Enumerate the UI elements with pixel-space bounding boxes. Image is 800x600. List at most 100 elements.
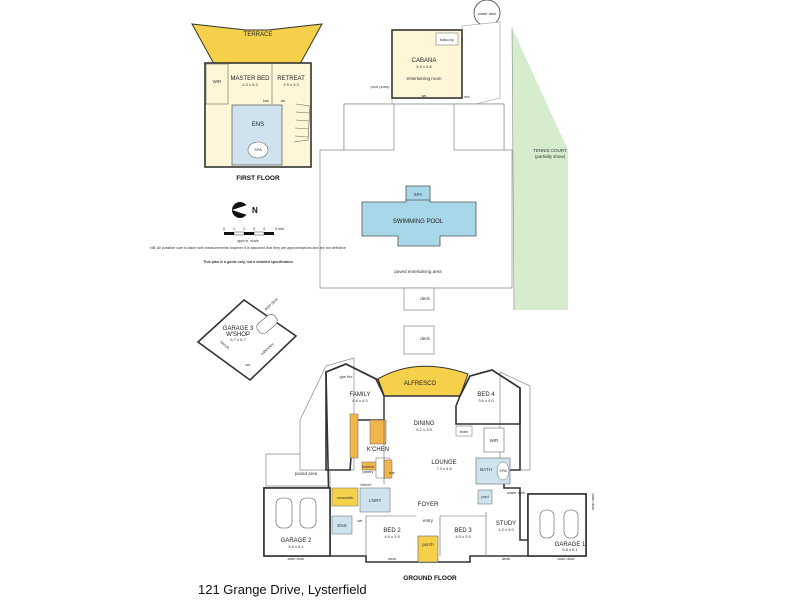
- garage3-bench: bench: [219, 339, 230, 350]
- verandah: [331, 487, 359, 507]
- lower-deck-label: deck: [420, 336, 430, 341]
- shr-label: shr: [464, 94, 470, 99]
- wir2-label: wir: [357, 518, 363, 523]
- water-tank-top-label: water tank: [478, 11, 496, 16]
- garage1-car-2: [563, 509, 579, 539]
- bed3-label: BED 3: [454, 528, 472, 534]
- water-tank-ground: water tank: [507, 490, 525, 495]
- bench-label-ground: bench: [361, 482, 372, 487]
- bath-label: BATH: [480, 467, 492, 472]
- cabana-balcony: [435, 32, 459, 46]
- wc-label: wc: [422, 93, 427, 98]
- wir-room: [205, 63, 229, 105]
- north-label: N: [252, 206, 258, 215]
- ground-floor-plan: paved area ALFRESCO gas fire FAMILY 6.6 …: [263, 357, 596, 582]
- stairs-down: [293, 103, 311, 143]
- first-floor-heading: FIRST FLOOR: [236, 175, 280, 182]
- paved-entertaining-label: paved entertaining area: [394, 269, 442, 274]
- powder-label: pwd: [481, 494, 488, 499]
- bed4-dim: 3.6 x 4.0: [478, 398, 494, 403]
- tennis-court-edge: [511, 27, 515, 311]
- lounge-dim: 7.3 x 4.5: [436, 466, 452, 471]
- east-paving: [499, 371, 531, 471]
- kitchen-island: [369, 419, 387, 445]
- laundry-label: L'DRY: [369, 498, 382, 503]
- spa-bath-label: SPA: [499, 468, 507, 473]
- approx-scale-label: approx. scale: [237, 239, 258, 243]
- bed4-walls: [455, 369, 521, 425]
- cabana-dim: 5.4 x 5.6: [416, 64, 432, 69]
- porch-label: porch: [422, 542, 434, 547]
- balcony-label: balcony: [440, 37, 454, 42]
- tennis-court-area: [512, 28, 568, 310]
- garage3-walls: [196, 298, 298, 382]
- garage1-auto-door: auto door: [558, 556, 576, 561]
- paved-area-label: paved area: [295, 471, 318, 476]
- garage3-car: [256, 314, 278, 334]
- gas-fire-label: gas fire: [339, 374, 353, 379]
- ground-floor-heading: GROUND FLOOR: [403, 575, 457, 582]
- bed4-label: BED 4: [477, 392, 495, 398]
- terrace-area: [191, 23, 323, 65]
- terrace-label: TERRACE: [244, 32, 273, 38]
- wir-ground: [483, 427, 505, 453]
- scale-tick-label: 1: [233, 227, 235, 231]
- entertaining-room-label: entertaining room: [406, 76, 441, 81]
- family-label: FAMILY: [350, 392, 371, 398]
- garage3-label: GARAGE 3: [223, 326, 254, 332]
- garage3-wc: wc: [246, 362, 251, 367]
- pave-step-left: [343, 103, 395, 151]
- foyer-label: FOYER: [418, 502, 439, 508]
- powder-room: [477, 489, 493, 505]
- ens-ground-room: [331, 515, 353, 535]
- guide-note: This plan is a guide only, not a detaile…: [203, 260, 293, 264]
- wir-label: WIR: [213, 79, 222, 84]
- butlers-label: butlers: [362, 464, 374, 469]
- ens-ground-label: ENS: [337, 523, 346, 528]
- garage3-auto-door: auto door: [263, 296, 279, 311]
- bar-counter: [383, 459, 393, 479]
- dn-label: dn: [281, 98, 285, 103]
- bed2-dim: 4.0 x 3.9: [384, 534, 400, 539]
- lounge-label: LOUNGE: [431, 460, 456, 466]
- garage1-car-1: [539, 509, 555, 539]
- garage2-car-1: [275, 497, 293, 529]
- garage2-car-2: [299, 497, 317, 529]
- scale-tick-label: 4: [263, 227, 265, 231]
- linen-cupboard: [455, 425, 473, 437]
- garage2-auto-door: auto door: [288, 556, 306, 561]
- pantry-label: pantry: [362, 469, 373, 474]
- garage1-dim: 5.8 x 6.1: [562, 547, 578, 552]
- study-dim: 4.2 x 4.0: [498, 527, 514, 532]
- pool-area: SPA SWIMMING POOL paved entertaining are…: [319, 103, 513, 355]
- laundry-room: [359, 487, 391, 513]
- master-bed-label: MASTER BED: [230, 76, 270, 82]
- scale-tick-label: 0: [223, 227, 225, 231]
- garage2-dim: 5.8 x 6.1: [288, 544, 304, 549]
- swimming-pool-label: SWIMMING POOL: [393, 219, 444, 225]
- ensuite-label: ENS: [252, 122, 264, 128]
- scale-bar: [224, 231, 274, 236]
- wir-ground-label: WIR: [490, 438, 499, 443]
- verandah-label: verandah: [337, 495, 354, 500]
- linen-label: linen: [460, 429, 468, 434]
- upper-deck: [403, 287, 435, 311]
- entry-label: entry: [423, 518, 434, 523]
- pave-step-right: [453, 103, 505, 151]
- garage3: GARAGE 3 W'SHOP 6.7 x 6.7 auto door cabi…: [196, 296, 298, 382]
- dining-dim: 5.2 x 3.5: [416, 427, 432, 432]
- first-floor-spa-label: SPA: [254, 147, 262, 152]
- north-arrow-pointer: [232, 204, 250, 216]
- spa-bath: [496, 461, 510, 481]
- pool-pump-label-1: pool pump: [371, 84, 390, 89]
- garage2-walls: [263, 487, 331, 557]
- dining-label: DINING: [414, 421, 435, 427]
- garage2-label: GARAGE 2: [281, 538, 312, 544]
- alfresco-label: ALFRESCO: [404, 381, 437, 387]
- study-label: STUDY: [496, 521, 516, 527]
- garage1-side-door: auto door: [591, 494, 596, 512]
- seat-label: seat: [388, 556, 396, 561]
- retreat-label: RETREAT: [277, 76, 305, 82]
- retreat-dim: 2.9 x 3.3: [283, 82, 299, 87]
